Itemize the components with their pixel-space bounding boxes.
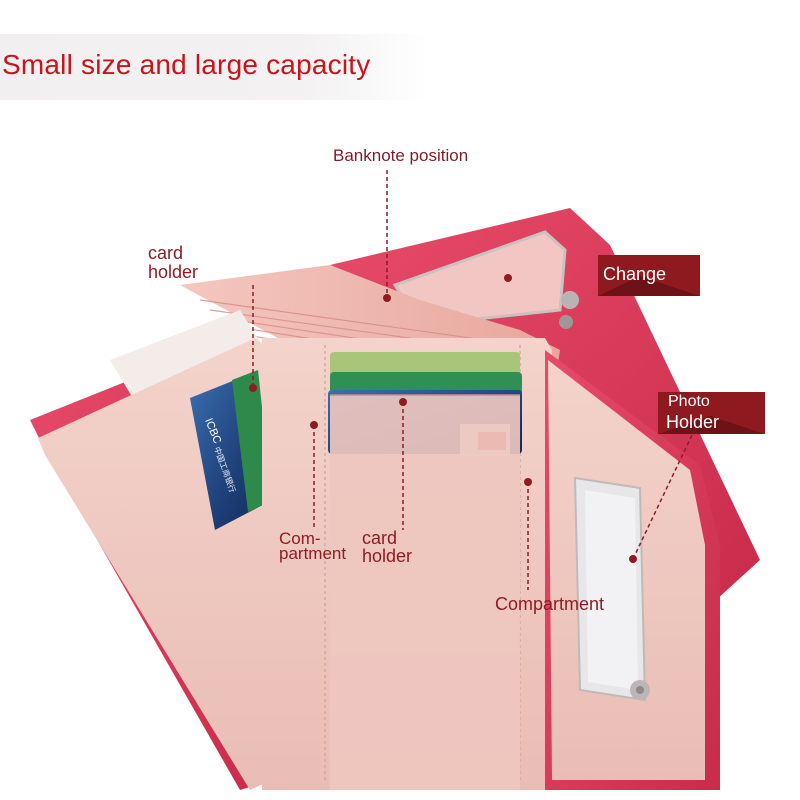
label-photo-holder-1: Photo — [668, 393, 710, 410]
label-card-holder-left-1: card — [148, 243, 184, 263]
clasp-knob — [561, 291, 579, 309]
label-card-holder-center-2: holder — [362, 546, 413, 566]
label-compartment-small-2: partment — [279, 544, 347, 563]
label-card-holder-center-1: card — [362, 528, 398, 548]
headline-banner — [0, 34, 430, 100]
label-change: Change — [603, 264, 667, 284]
leader-photo — [632, 434, 693, 560]
center-pocket — [330, 395, 520, 790]
photo-tag-bg — [658, 392, 765, 434]
headline: Small size and large capacity — [2, 49, 371, 80]
label-compartment-right: Compartment — [495, 594, 605, 614]
receipt — [110, 310, 265, 410]
label-card-holder-left-2: holder — [148, 262, 199, 282]
label-photo-holder-2: Holder — [666, 412, 720, 432]
label-compartment-small-1: Com- — [279, 529, 321, 548]
label-banknote-position: Banknote position — [333, 146, 469, 165]
